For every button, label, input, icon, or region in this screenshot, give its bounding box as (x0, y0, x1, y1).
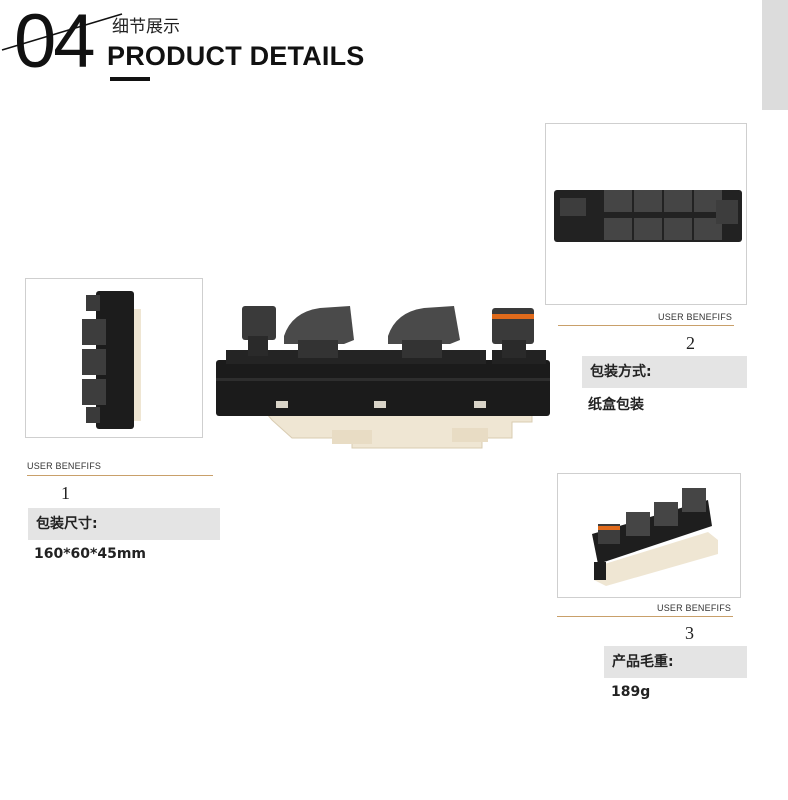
detail-image-frame-3 (557, 473, 741, 598)
header-slash-line (1, 13, 123, 51)
block-3-value: 189g (611, 684, 651, 700)
section-number: 04 (14, 0, 96, 84)
detail-image-frame-2 (545, 123, 747, 305)
scrollbar-thumb[interactable] (762, 0, 788, 110)
detail-image-frame-1 (25, 278, 203, 438)
block-2-field: 包装方式: (582, 356, 747, 388)
block-1-number: 1 (61, 483, 70, 503)
angled-view-product-image (592, 488, 718, 586)
block-1-label: USER BENEFIFS (27, 461, 102, 471)
title-underline (110, 77, 150, 81)
section-title: PRODUCT DETAILS (107, 41, 365, 71)
block-3-rule (557, 616, 733, 617)
side-view-product-image (82, 291, 141, 429)
block-1-value: 160*60*45mm (34, 546, 147, 562)
block-3-field: 产品毛重: (604, 646, 747, 678)
block-2-label: USER BENEFIFS (658, 312, 733, 322)
section-subtitle: 细节展示 (112, 17, 180, 37)
main-product-image (216, 306, 550, 449)
block-1-rule (27, 475, 213, 476)
top-view-product-image (554, 190, 742, 242)
block-2-rule (558, 325, 734, 326)
block-1-field: 包装尺寸: (28, 508, 220, 540)
block-2-value: 纸盒包装 (588, 397, 644, 413)
block-3-number: 3 (685, 623, 694, 643)
block-3-label: USER BENEFIFS (657, 603, 732, 613)
block-2-number: 2 (686, 333, 695, 353)
